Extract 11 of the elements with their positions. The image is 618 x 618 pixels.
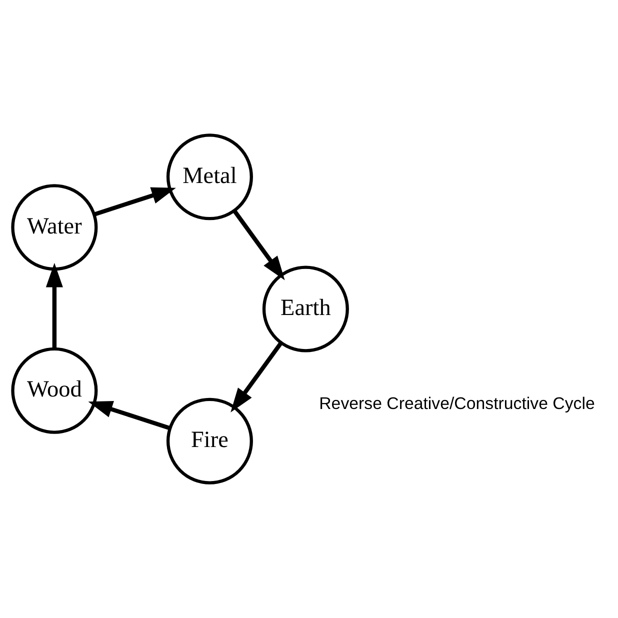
label: Reverse Creative/Constructive Cycle (319, 394, 595, 414)
arrow (46, 262, 63, 349)
arrow (232, 210, 285, 280)
node-circle: Wood (11, 347, 98, 434)
node-circle: Fire (166, 398, 253, 484)
node-circle: Earth (262, 266, 349, 352)
node-circle: Water (11, 184, 98, 271)
arrow (94, 187, 176, 216)
arrow (230, 342, 283, 412)
node-circle: Metal (166, 134, 253, 220)
arrow (88, 401, 170, 430)
